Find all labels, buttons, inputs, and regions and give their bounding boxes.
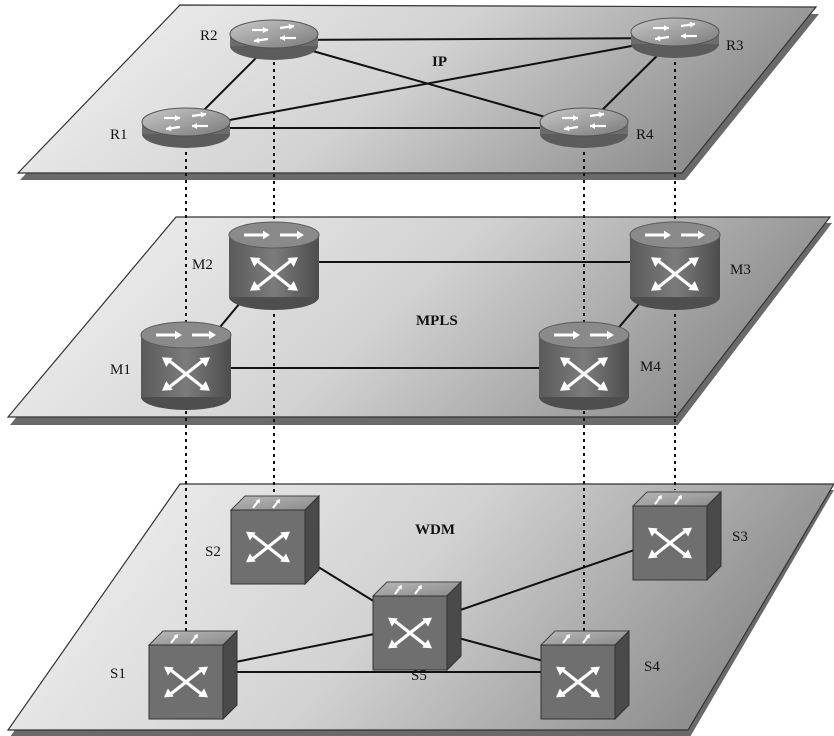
label-r4: R4 xyxy=(636,127,654,143)
mpls-m4-icon xyxy=(538,321,630,410)
label-r2: R2 xyxy=(200,28,218,44)
mpls-m3-icon xyxy=(629,221,721,310)
router-r3-icon xyxy=(630,17,720,58)
switch-s1-icon xyxy=(147,629,239,721)
label-m4: M4 xyxy=(640,359,661,375)
router-r2-icon xyxy=(229,19,319,60)
label-m3: M3 xyxy=(730,262,751,278)
label-s1: S1 xyxy=(110,666,126,682)
label-s3: S3 xyxy=(732,529,748,545)
label-s2: S2 xyxy=(205,544,221,560)
router-r1-icon xyxy=(141,107,231,148)
ip-link-r2-r4 xyxy=(273,39,585,129)
wdm-layer-label: WDM xyxy=(415,522,455,538)
mpls-m2-icon xyxy=(228,221,320,310)
router-r4-icon xyxy=(539,107,629,148)
ip-layer-label: IP xyxy=(432,54,447,70)
switch-s4-icon xyxy=(539,629,631,721)
label-m2: M2 xyxy=(192,257,213,273)
mpls-layer-label: MPLS xyxy=(416,313,458,329)
label-s4: S4 xyxy=(644,659,660,675)
label-s5: S5 xyxy=(411,668,427,684)
switch-s5-icon xyxy=(371,580,463,672)
label-r3: R3 xyxy=(726,38,744,54)
label-r1: R1 xyxy=(110,127,128,143)
switch-s2-icon xyxy=(229,494,321,586)
ip-link-r2-r3 xyxy=(273,37,676,41)
label-m1: M1 xyxy=(110,362,131,378)
mpls-m1-icon xyxy=(140,321,232,410)
switch-s3-icon xyxy=(631,490,723,582)
network-devices xyxy=(140,17,723,721)
ip-link-r1-r3 xyxy=(185,37,676,129)
